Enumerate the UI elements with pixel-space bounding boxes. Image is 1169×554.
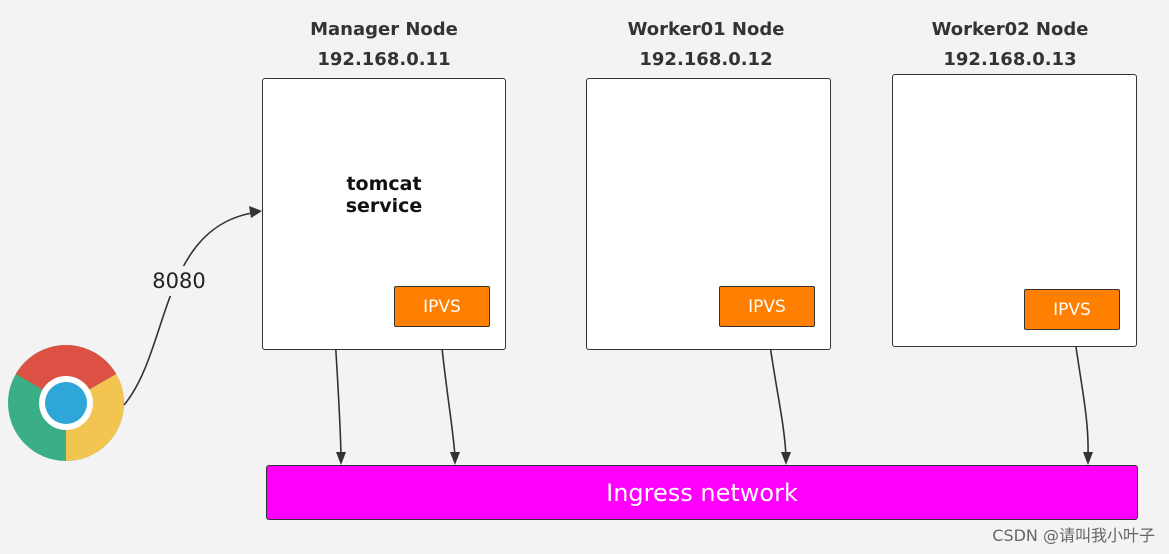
manager-node-title: Manager Node 192.168.0.11	[284, 15, 484, 75]
worker02-node-name: Worker02 Node	[931, 19, 1089, 40]
worker02-node-title: Worker02 Node 192.168.0.13	[910, 15, 1110, 75]
manager-node-name: Manager Node	[310, 19, 458, 40]
port-arrow	[123, 206, 262, 406]
worker01-ipvs-ingress-arrow	[768, 337, 787, 457]
manager-ipvs-ingress-arrow	[440, 337, 456, 457]
chrome-browser-icon	[8, 345, 124, 461]
csdn-watermark: CSDN @请叫我小叶子	[992, 526, 1155, 545]
ingress-network-label: Ingress network	[606, 478, 798, 507]
worker01-node-title: Worker01 Node 192.168.0.12	[606, 15, 806, 75]
ingress-network-bar: Ingress network	[266, 465, 1138, 520]
worker01-ipvs-box: IPVS	[719, 286, 815, 327]
worker02-ipvs-box: IPVS	[1024, 289, 1120, 330]
manager-node-ip: 192.168.0.11	[317, 49, 451, 70]
tomcat-service-label: tomcat service	[345, 173, 423, 217]
worker01-node-name: Worker01 Node	[627, 19, 785, 40]
port-label: 8080	[150, 266, 208, 296]
manager-ipvs-box: IPVS	[394, 286, 490, 327]
worker01-node-ip: 192.168.0.12	[639, 49, 773, 70]
worker02-ipvs-ingress-arrow	[1074, 339, 1089, 457]
worker02-node-ip: 192.168.0.13	[943, 49, 1077, 70]
